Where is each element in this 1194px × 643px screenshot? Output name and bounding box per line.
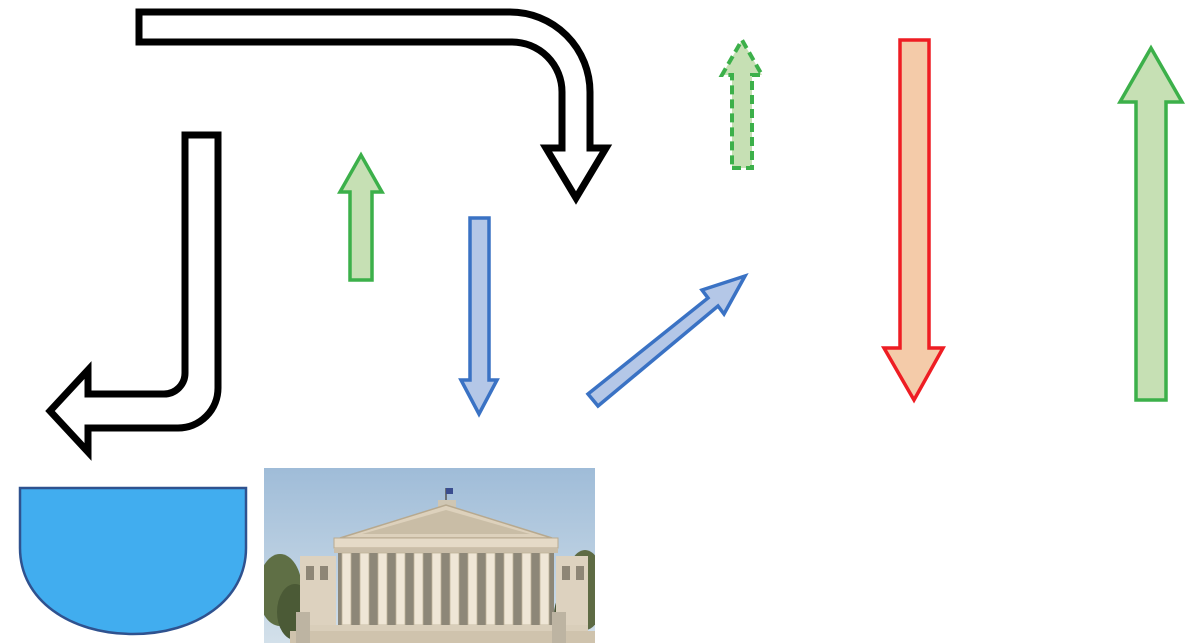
bent-arrow-right-down [135, 8, 613, 205]
orange-down-arrow [880, 38, 946, 404]
blue-bowl-shape [18, 486, 248, 636]
blue-down-arrow [458, 216, 500, 418]
green-up-arrow-large [1116, 44, 1186, 402]
blue-diagonal-arrow [585, 272, 749, 409]
bent-arrow-down-left [45, 131, 222, 461]
green-up-arrow-small [336, 151, 386, 282]
green-dashed-up-arrow [718, 35, 766, 170]
neoclassical-building-photo [264, 468, 595, 643]
